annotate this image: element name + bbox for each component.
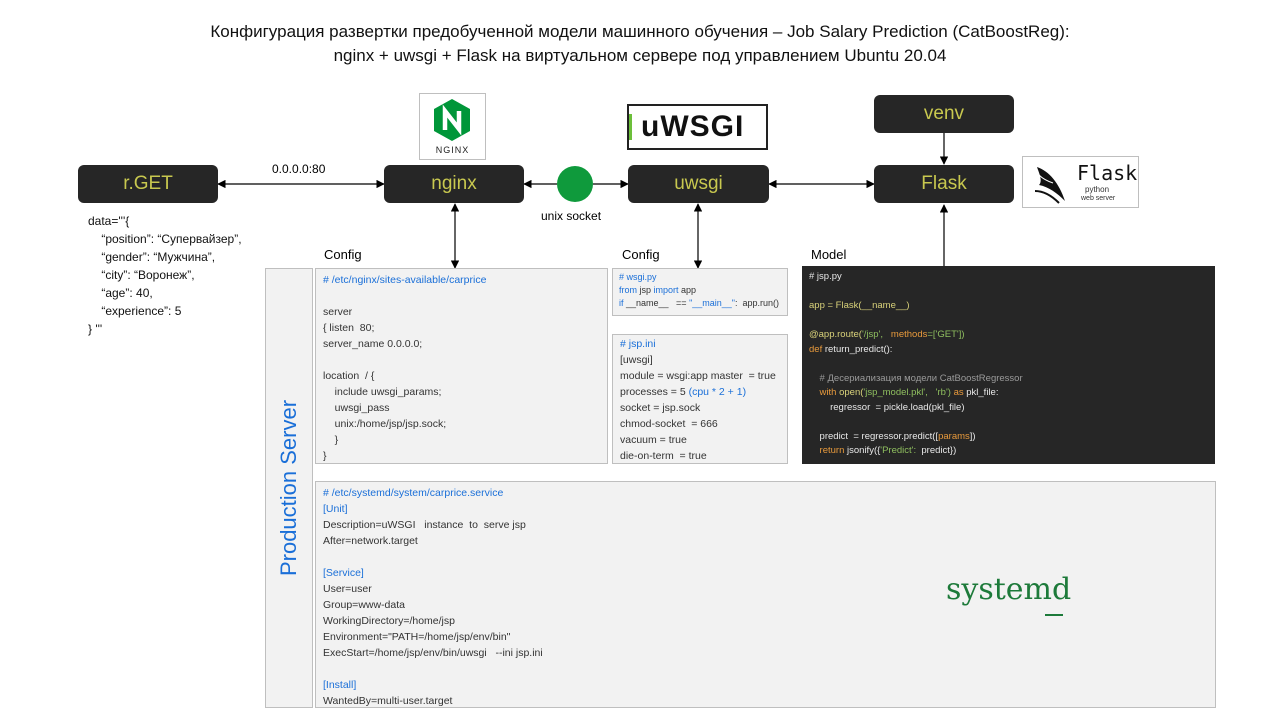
model-code-blank xyxy=(809,415,1208,430)
model-code-path: # jsp.py xyxy=(809,271,842,282)
request-line: } ''' xyxy=(88,322,103,336)
nginx-logo-text: NGINX xyxy=(435,145,470,155)
jsp-ini-line: vacuum = true xyxy=(620,434,687,446)
production-server-label-wrap: Production Server xyxy=(265,268,313,708)
model-code-blank xyxy=(809,285,1208,300)
title-line-1: Конфигурация развертки предобученной мод… xyxy=(210,22,1070,41)
model-code-return-line: return jsonify({'Predict': predict}) xyxy=(809,445,957,456)
nginx-node: nginx xyxy=(384,165,524,203)
systemd-service-line: Environment="PATH=/home/jsp/env/bin" xyxy=(323,631,511,643)
systemd-service-header: [Service] xyxy=(323,567,364,579)
nginx-config-line: include uwsgi_params; xyxy=(323,386,442,398)
jsp-ini-path: # jsp.ini xyxy=(620,338,656,350)
nginx-config-line: server xyxy=(323,306,353,318)
systemd-install-line: WantedBy=multi-user.target xyxy=(323,695,453,707)
nginx-config-path: # /etc/nginx/sites-available/carprice xyxy=(323,274,487,286)
rget-node: r.GET xyxy=(78,165,218,203)
jsp-ini-line: socket = jsp.sock xyxy=(620,402,701,414)
nginx-hexagon-icon xyxy=(434,99,470,141)
model-code-route-line: @app.route('/jsp', methods=['GET']) xyxy=(809,329,965,340)
request-payload: data='''{ “position”: “Супервайзер”, “ge… xyxy=(88,212,242,338)
jsp-ini-line: die-on-term = true xyxy=(620,450,707,462)
request-line: data='''{ xyxy=(88,214,130,228)
systemd-service-line: Group=www-data xyxy=(323,599,405,611)
flask-logo-sub1: python xyxy=(1085,185,1110,194)
systemd-unit-line: After=network.target xyxy=(323,535,418,547)
flask-label: Flask xyxy=(921,173,967,194)
systemd-unit-header: [Unit] xyxy=(323,503,348,515)
jsp-ini-line: module = wsgi:app master = true xyxy=(620,370,776,382)
model-code-app-line: app = Flask(__name__) xyxy=(809,300,910,311)
nginx-config-line: } xyxy=(323,450,327,462)
jsp-ini-line: [uwsgi] xyxy=(620,354,653,366)
systemd-blank xyxy=(323,661,1208,677)
systemd-logo: systemd xyxy=(946,572,1072,607)
model-label: Model xyxy=(811,247,847,262)
production-server-label: Production Server xyxy=(276,399,301,577)
flask-horn-icon xyxy=(1034,167,1065,204)
page-title: Конфигурация развертки предобученной мод… xyxy=(0,20,1280,68)
systemd-install-header: [Install] xyxy=(323,679,357,691)
systemd-logo-underline xyxy=(1045,614,1063,616)
systemd-blank xyxy=(323,549,1208,565)
nginx-config-line: location / { xyxy=(323,370,375,382)
title-line-2: nginx + uwsgi + Flask на виртуальном сер… xyxy=(333,46,947,65)
flask-logo-sub2: web server xyxy=(1081,195,1116,202)
unix-socket-label: unix socket xyxy=(541,209,602,223)
nginx-config-line: unix:/home/jsp/jsp.sock; xyxy=(323,418,447,430)
model-code-with-line: with open('jsp_model.pkl', 'rb') as pkl_… xyxy=(809,387,999,398)
wsgi-py-box: # wsgi.py from jsp import app if __name_… xyxy=(612,268,788,316)
model-code-box: # jsp.py app = Flask(__name__) @app.rout… xyxy=(802,266,1215,464)
jsp-ini-line: chmod-socket = 666 xyxy=(620,418,718,430)
systemd-service-line: User=user xyxy=(323,583,372,595)
rget-label: r.GET xyxy=(123,173,173,194)
flask-logo-title: Flask xyxy=(1077,161,1138,185)
systemd-service-line: ExecStart=/home/jsp/env/bin/uwsgi --ini … xyxy=(323,647,543,659)
production-server-panel xyxy=(265,268,313,708)
uwsgi-node: uwsgi xyxy=(628,165,769,203)
nginx-config-line: uwsgi_pass xyxy=(323,402,390,414)
nginx-logo: NGINX xyxy=(419,93,486,160)
jsp-ini-processes-line: processes = 5 (cpu * 2 + 1) xyxy=(620,386,747,398)
uwsgi-config-label: Config xyxy=(622,247,660,262)
nginx-config-box: # /etc/nginx/sites-available/carprice se… xyxy=(315,268,608,464)
model-code-regressor-line: regressor = pickle.load(pkl_file) xyxy=(809,401,965,413)
nginx-label: nginx xyxy=(431,173,477,194)
uwsgi-logo: uWSGI xyxy=(627,104,768,150)
nginx-config-line: { listen 80; xyxy=(323,322,375,334)
systemd-unit-line: Description=uWSGI instance to serve jsp xyxy=(323,519,526,531)
jsp-ini-box: # jsp.ini [uwsgi] module = wsgi:app mast… xyxy=(612,334,788,464)
nginx-config-line xyxy=(323,288,600,304)
nginx-config-line: } xyxy=(323,434,339,446)
systemd-service-path: # /etc/systemd/system/carprice.service xyxy=(323,487,504,499)
systemd-service-line: WorkingDirectory=/home/jsp xyxy=(323,615,455,627)
wsgi-py-line-1: from jsp import app xyxy=(619,285,697,295)
request-line: “experience”: 5 xyxy=(88,304,182,318)
request-line: “age”: 40, xyxy=(88,286,153,300)
flask-node: Flask xyxy=(874,165,1014,203)
uwsgi-logo-text: uWSGI xyxy=(641,110,745,143)
model-code-predict-line: predict = regressor.predict([params]) xyxy=(809,430,976,442)
request-line: “position”: “Супервайзер”, xyxy=(88,232,242,246)
nginx-config-line xyxy=(323,352,600,368)
wsgi-py-line-2: if __name__ == "__main__": app.run() xyxy=(619,298,780,308)
nginx-config-line: server_name 0.0.0.0; xyxy=(323,338,423,350)
systemd-service-box: # /etc/systemd/system/carprice.service [… xyxy=(315,481,1216,708)
model-code-comment: # Десериализация модели CatBoostRegresso… xyxy=(809,372,1023,384)
address-label: 0.0.0.0:80 xyxy=(272,162,326,176)
uwsgi-label: uwsgi xyxy=(674,173,723,194)
nginx-config-label: Config xyxy=(324,247,362,262)
venv-node: venv xyxy=(874,95,1014,133)
request-line: “city”: “Воронеж”, xyxy=(88,268,195,282)
request-line: “gender”: “Мужчина”, xyxy=(88,250,216,264)
wsgi-py-path: # wsgi.py xyxy=(619,272,657,282)
unix-socket-node xyxy=(557,166,593,202)
model-code-blank xyxy=(809,314,1208,329)
flask-logo: Flask python web server xyxy=(1022,156,1139,208)
venv-label: venv xyxy=(923,103,965,124)
model-code-def-line: def return_predict(): xyxy=(809,343,893,355)
model-code-blank xyxy=(809,357,1208,372)
